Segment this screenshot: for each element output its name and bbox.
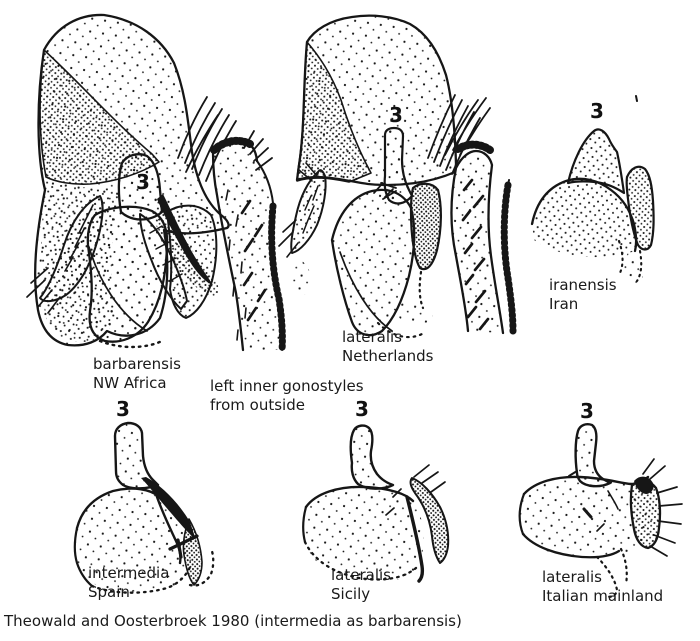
dome-left-edge <box>518 492 526 536</box>
leaf-hatching <box>302 185 319 234</box>
bristle-tuft <box>177 96 237 182</box>
knob-comb <box>454 140 494 154</box>
dotted-tails <box>617 239 643 283</box>
marker-3-iranensis: 3 <box>590 99 604 123</box>
marker-3-intermedia: 3 <box>116 397 130 421</box>
drawing-intermedia <box>73 421 215 594</box>
finger-spur <box>568 470 578 477</box>
marker-3-barbarensis: 3 <box>136 170 150 194</box>
bottom-dots <box>394 296 433 325</box>
marker-3-lateralis-netherlands: 3 <box>389 103 403 127</box>
leaf-tail-dots <box>290 256 313 296</box>
inner-tick <box>582 507 593 519</box>
figure-credit: Theowald and Oosterbroek 1980 (intermedi… <box>4 612 462 630</box>
drawing-iranensis <box>530 95 655 285</box>
middle-lobe-fold <box>88 246 148 332</box>
black-blotch <box>634 476 654 494</box>
middle-lobe <box>330 188 416 337</box>
drawing-lateralis-sicily <box>302 424 450 583</box>
locality-name: Netherlands <box>342 347 434 365</box>
species-name: lateralis <box>342 328 402 346</box>
side-finger <box>625 165 655 251</box>
peak-lobe <box>566 128 626 195</box>
leaf-bristles <box>278 162 318 258</box>
gonostyle-finger <box>113 421 160 490</box>
dome-ticks <box>385 488 402 516</box>
dense-stipple-band <box>296 41 372 183</box>
leaf-bristles <box>26 267 61 314</box>
caption-line-1: left inner gonostyles <box>210 377 364 395</box>
dense-stipple-band <box>39 49 160 185</box>
crescent-hairs <box>413 464 446 493</box>
label-lateralis-sicily: lateralis Sicily <box>331 566 391 604</box>
label-iranensis: iranensis Iran <box>549 276 617 314</box>
dome-fill <box>74 488 191 592</box>
caption-line-2: from outside <box>210 396 305 414</box>
knob-side-hairs <box>243 130 273 171</box>
gonostyle-finger <box>574 423 612 488</box>
black-band <box>157 194 213 285</box>
interior-dashes <box>225 189 247 341</box>
bristle-tuft <box>427 94 491 175</box>
drawing-lateralis-netherlands <box>278 14 517 339</box>
hairy-leaf-lobe <box>290 169 327 254</box>
gonostyle-finger <box>117 153 164 221</box>
tail-dots <box>623 253 643 285</box>
arrow-marks <box>240 199 267 322</box>
right-lobe-fill <box>451 151 503 333</box>
dome-fill <box>520 476 655 558</box>
dome-bottom-dotted <box>90 546 215 594</box>
dome-fill <box>303 487 424 582</box>
leaf-hatching <box>64 204 94 272</box>
species-name: lateralis <box>331 566 391 584</box>
crescent <box>409 477 450 564</box>
species-name: barbarensis <box>93 355 181 373</box>
appendage-crosslines <box>149 225 183 282</box>
drawing-lateralis-italy <box>518 423 683 598</box>
label-barbarensis: barbarensis NW Africa <box>93 355 181 393</box>
dome-left-edge <box>73 526 94 588</box>
dome-arc <box>75 487 162 530</box>
label-intermedia: intermedia Spain <box>88 564 169 602</box>
locality-name: NW Africa <box>93 374 167 392</box>
t-mark <box>168 534 199 559</box>
gonostyle-finger <box>349 424 395 490</box>
species-name: iranensis <box>549 276 617 294</box>
dark-oval <box>409 182 442 271</box>
oval-bristles <box>642 458 683 557</box>
dome-right-line <box>405 495 425 583</box>
arrow-marks <box>461 178 490 331</box>
black-crescent <box>141 477 196 540</box>
oval-dotted-tail <box>418 270 425 310</box>
dome-fill <box>532 178 637 258</box>
species-name: intermedia <box>88 564 170 582</box>
inner-hairlines <box>596 490 619 532</box>
locality-name: Sicily <box>331 585 371 603</box>
side-oval <box>629 480 662 550</box>
middle-lobe-fold <box>339 251 393 332</box>
speck <box>635 95 638 102</box>
dome-bottom-dotted <box>303 540 418 581</box>
bottom-dotted-arc <box>98 339 164 349</box>
middle-lobe-spurs <box>373 183 394 198</box>
locality-name: Italian mainland <box>542 587 664 605</box>
edge-comb <box>268 202 286 354</box>
bottom-dotted-arc <box>376 321 426 339</box>
locality-name: Iran <box>549 295 579 313</box>
locality-name: Spain <box>88 583 130 601</box>
drawing-barbarensis <box>26 13 286 354</box>
marker-3-lateralis-italy: 3 <box>580 399 594 423</box>
species-name: lateralis <box>542 568 602 586</box>
marker-3-lateralis-sicily: 3 <box>355 397 369 421</box>
label-lateralis-italy: lateralis Italian mainland <box>542 568 663 606</box>
label-lateralis-netherlands: lateralis Netherlands <box>342 328 433 366</box>
figure-caption: left inner gonostyles from outside <box>210 377 364 415</box>
lower-lobe-dotted <box>595 547 628 598</box>
right-lobe-edges <box>450 149 505 335</box>
dome-bottom <box>521 532 621 559</box>
outer-edge-comb <box>500 181 517 335</box>
dome-left-edge <box>302 505 308 544</box>
